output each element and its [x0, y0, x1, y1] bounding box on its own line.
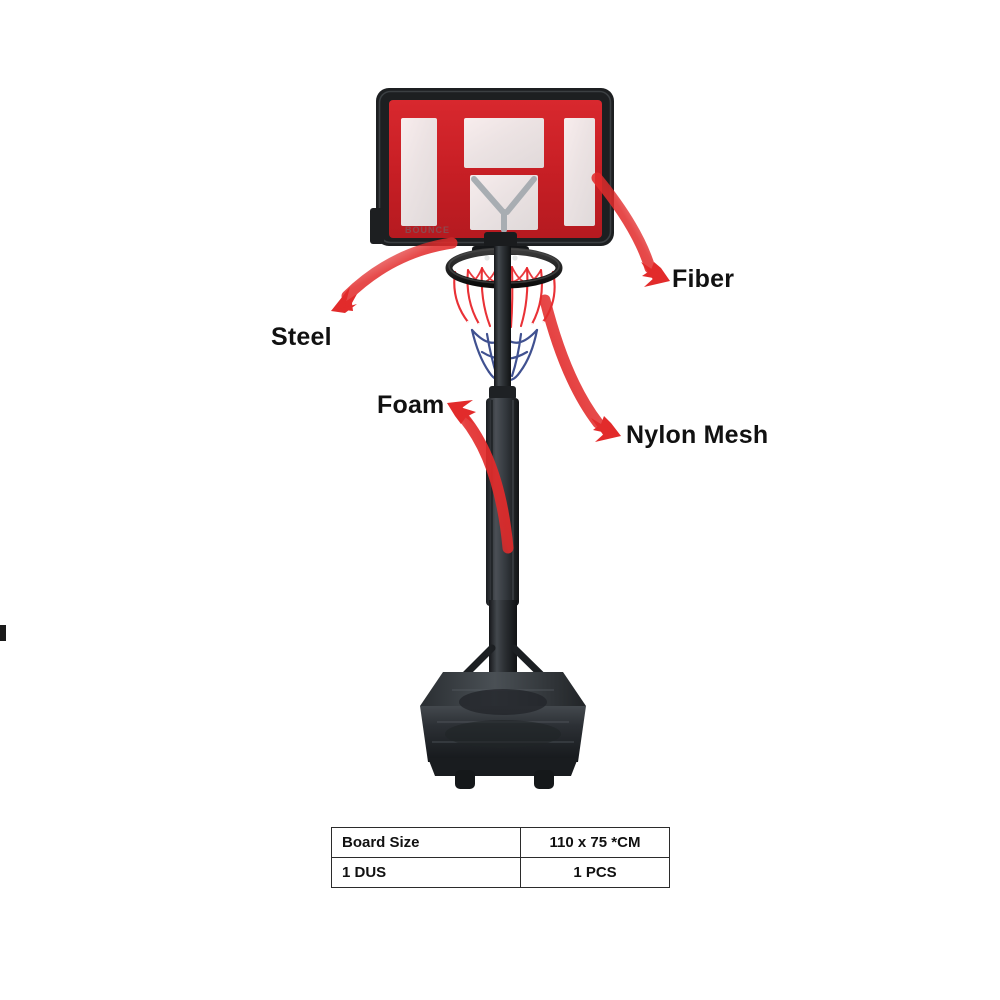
spec-label-dus: 1 DUS — [331, 857, 521, 888]
svg-text:BOUNCE: BOUNCE — [405, 225, 450, 235]
pole-lower — [489, 600, 517, 678]
callout-label-fiber: Fiber — [672, 265, 735, 293]
pole-upper — [494, 246, 511, 394]
arrow-nylon-mesh — [539, 294, 621, 442]
spec-label-board-size: Board Size — [331, 827, 521, 858]
base-tank — [420, 672, 586, 789]
base-wheel-left — [455, 770, 475, 789]
callout-label-steel: Steel — [271, 323, 332, 351]
table-row: 1 DUS 1 PCS — [331, 857, 670, 888]
arrow-foam — [447, 400, 514, 554]
spec-value-dus: 1 PCS — [520, 857, 670, 888]
backboard-support-bracket — [471, 176, 537, 233]
backboard: BOUNCE — [370, 88, 614, 246]
edge-artifact — [0, 625, 6, 641]
spec-value-board-size: 110 x 75 *CM — [520, 827, 670, 858]
pole-collar — [489, 386, 516, 400]
callout-label-nylon-mesh: Nylon Mesh — [626, 421, 769, 449]
brand-logo: BOUNCE — [405, 225, 450, 235]
spec-table: Board Size 110 x 75 *CM 1 DUS 1 PCS — [331, 827, 670, 888]
base-wheel-right — [534, 770, 554, 789]
arrow-fiber — [591, 172, 670, 287]
table-row: Board Size 110 x 75 *CM — [331, 827, 670, 858]
callout-label-foam: Foam — [377, 391, 445, 419]
arrow-steel — [331, 237, 458, 313]
